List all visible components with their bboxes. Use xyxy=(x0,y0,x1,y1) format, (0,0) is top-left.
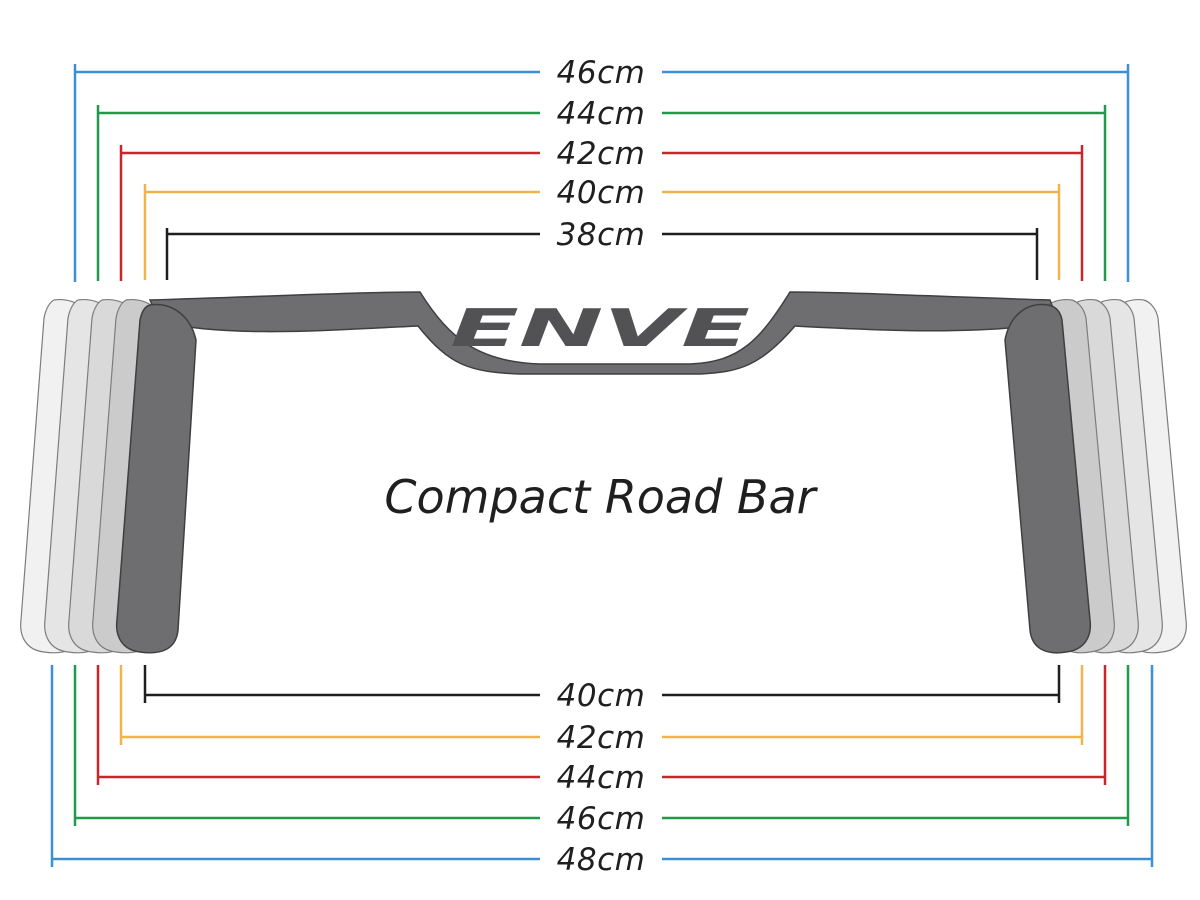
dimension-line: 40cm xyxy=(143,665,1061,714)
dimension-label: 38cm xyxy=(557,217,646,253)
dimension-line: 38cm xyxy=(165,217,1039,280)
dimension-label: 46cm xyxy=(557,55,646,91)
diagram-title: Compact Road Bar xyxy=(384,470,818,524)
dimension-label: 40cm xyxy=(557,678,646,714)
dimension-label: 46cm xyxy=(557,801,646,837)
dimension-line: 44cm xyxy=(96,96,1107,281)
handlebar-right-drop xyxy=(1004,303,1092,654)
handlebar-top-section xyxy=(148,291,1060,375)
dimension-line: 46cm xyxy=(73,55,1130,282)
handlebar-main: ENVE xyxy=(115,291,1092,654)
dimension-label: 48cm xyxy=(557,842,646,878)
dimension-label: 44cm xyxy=(557,760,646,796)
dimension-line: 48cm xyxy=(50,665,1154,878)
enve-logo: ENVE xyxy=(450,299,750,359)
dimension-line: 46cm xyxy=(73,665,1130,837)
dimension-label: 44cm xyxy=(557,96,646,132)
dimension-line: 40cm xyxy=(143,175,1061,280)
dimension-line: 42cm xyxy=(119,665,1084,756)
dimension-label: 42cm xyxy=(557,720,646,756)
handlebar-left-drop xyxy=(115,303,197,654)
dimension-label: 42cm xyxy=(557,136,646,172)
enve-logo-text: ENVE xyxy=(450,299,750,359)
bottom-width-dimensions: 40cm 42cm 44cm 46cm 48cm xyxy=(50,665,1154,878)
dimension-label: 40cm xyxy=(557,175,646,211)
dimension-line: 42cm xyxy=(119,136,1084,281)
dimension-line: 44cm xyxy=(96,665,1107,796)
